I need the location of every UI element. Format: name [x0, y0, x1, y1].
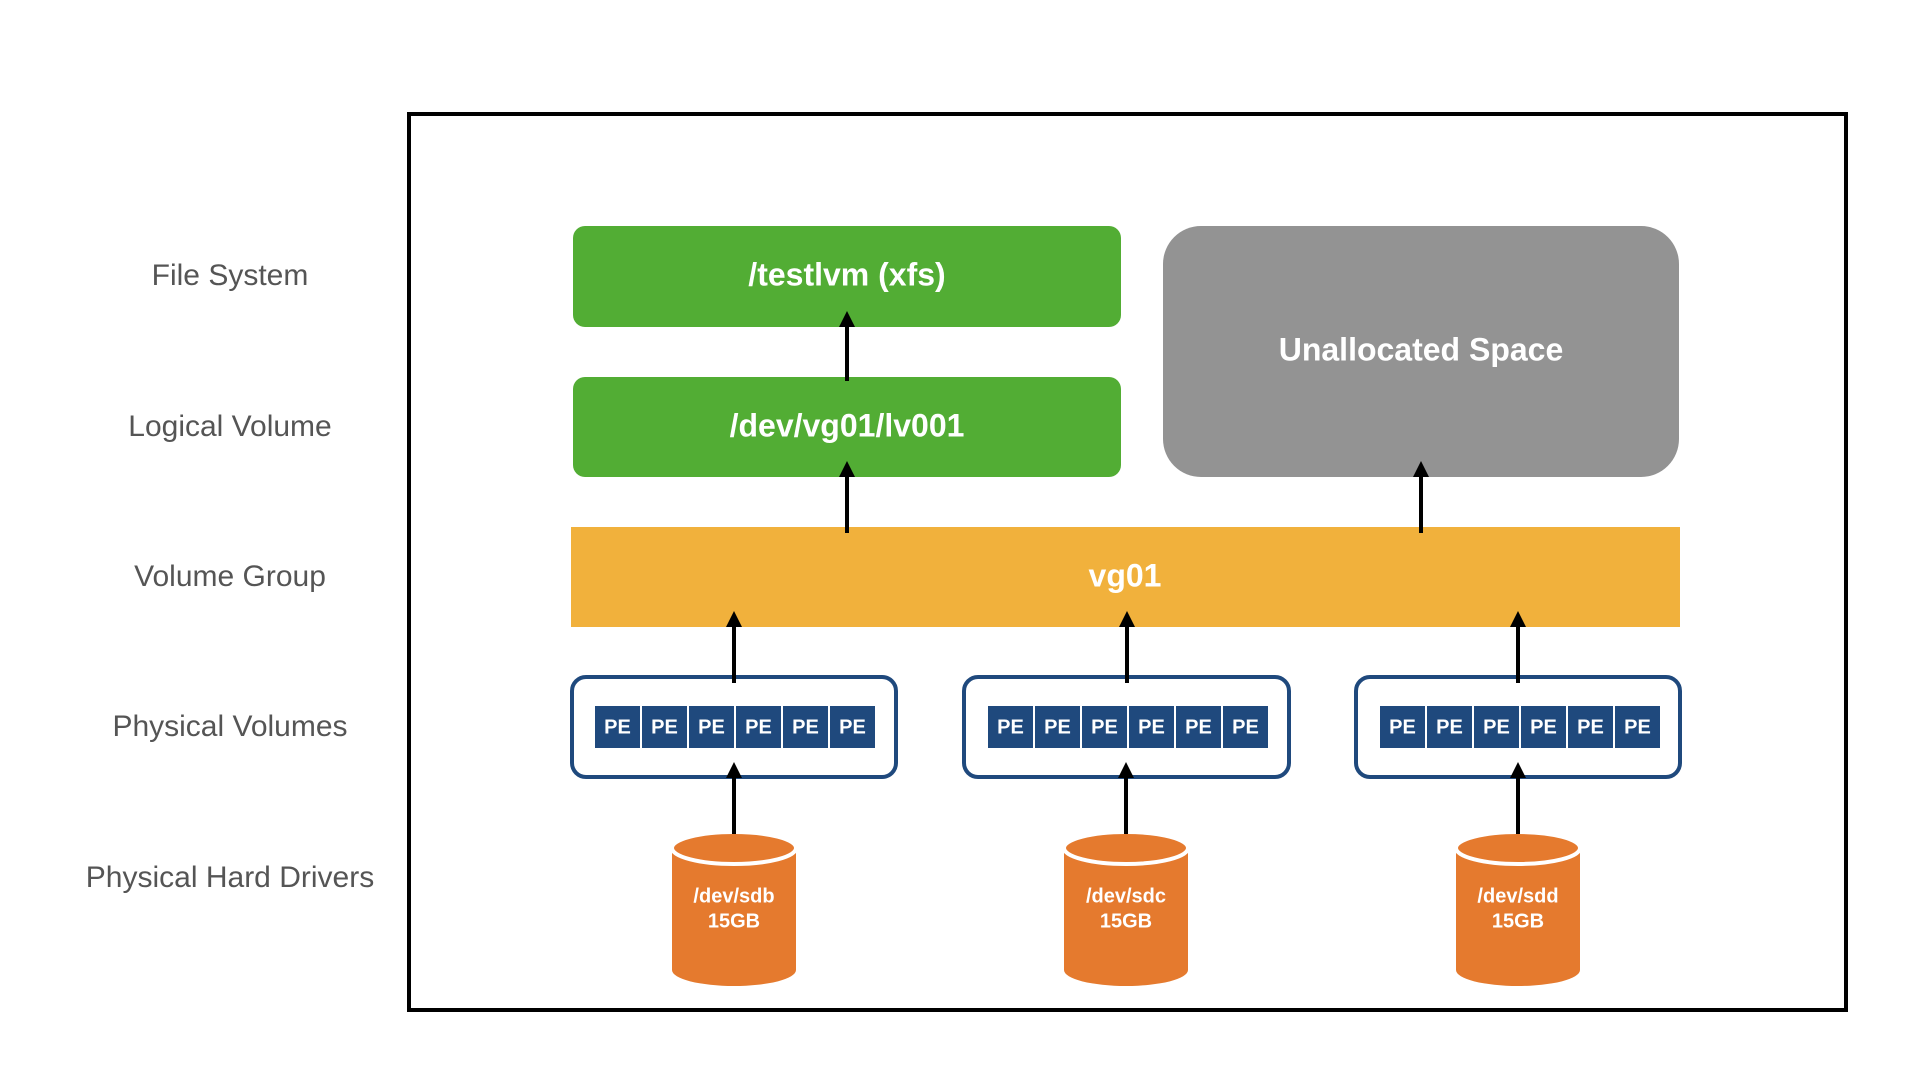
physical-extent-label: PE: [651, 716, 678, 738]
drive-size-label: 15GB: [708, 910, 760, 932]
drive-cylinder-top: [1454, 830, 1582, 866]
physical-extent-label: PE: [1091, 716, 1118, 738]
drive-device-label: /dev/sdb: [693, 885, 774, 907]
layer-label-physical-hard-drivers: Physical Hard Drivers: [86, 861, 374, 894]
drive-cylinder-top: [1062, 830, 1190, 866]
drive-device-label: /dev/sdd: [1477, 885, 1558, 907]
drive-size-label: 15GB: [1492, 910, 1544, 932]
physical-extent: PE: [736, 706, 781, 748]
layer-label-logical-volume: Logical Volume: [128, 410, 331, 443]
physical-extent-label: PE: [839, 716, 866, 738]
physical-volume-1: PE PE PE PE PE PE: [570, 675, 898, 779]
physical-extent: PE: [1082, 706, 1127, 748]
drive-cylinder-top: [670, 830, 798, 866]
logical-volume-label: /dev/vg01/lv001: [730, 407, 965, 443]
physical-extent: PE: [1474, 706, 1519, 748]
diagram-frame: [407, 112, 1848, 1012]
physical-extent-label: PE: [745, 716, 772, 738]
physical-extent-label: PE: [997, 716, 1024, 738]
physical-extent-label: PE: [1232, 716, 1259, 738]
physical-extent: PE: [1223, 706, 1268, 748]
layer-label-volume-group: Volume Group: [134, 560, 326, 593]
physical-extent: PE: [783, 706, 828, 748]
physical-volume-3: PE PE PE PE PE PE: [1354, 675, 1682, 779]
physical-extent-label: PE: [792, 716, 819, 738]
drive-device-label: /dev/sdc: [1086, 885, 1166, 907]
physical-extent: PE: [1568, 706, 1613, 748]
physical-extent: PE: [830, 706, 875, 748]
drive-cylinder-body: [1064, 848, 1188, 986]
drive-cylinder-body: [1456, 848, 1580, 986]
physical-extent-label: PE: [1138, 716, 1165, 738]
logical-volume-box: [573, 377, 1121, 477]
physical-extent: PE: [595, 706, 640, 748]
physical-extent: PE: [1176, 706, 1221, 748]
physical-extent-label: PE: [1185, 716, 1212, 738]
physical-extent: PE: [988, 706, 1033, 748]
unallocated-space-label: Unallocated Space: [1279, 331, 1564, 367]
physical-extent-label: PE: [1483, 716, 1510, 738]
physical-extent: PE: [1427, 706, 1472, 748]
physical-extent-label: PE: [1436, 716, 1463, 738]
physical-extent: PE: [1129, 706, 1174, 748]
physical-extent-label: PE: [1577, 716, 1604, 738]
filesystem-box: [573, 226, 1121, 327]
physical-extent: PE: [1615, 706, 1660, 748]
physical-extent: PE: [1380, 706, 1425, 748]
physical-extent: PE: [1521, 706, 1566, 748]
physical-extent-label: PE: [1389, 716, 1416, 738]
physical-extent: PE: [642, 706, 687, 748]
physical-extent-label: PE: [604, 716, 631, 738]
physical-volume-2: PE PE PE PE PE PE: [962, 675, 1291, 779]
layer-label-file-system: File System: [152, 259, 309, 292]
drive-sdb: /dev/sdb 15GB: [670, 830, 798, 986]
physical-extent-label: PE: [1530, 716, 1557, 738]
volume-group-bar: [571, 527, 1680, 627]
layer-label-physical-volumes: Physical Volumes: [112, 710, 347, 743]
drive-size-label: 15GB: [1100, 910, 1152, 932]
drive-sdd: /dev/sdd 15GB: [1454, 830, 1582, 986]
drive-cylinder-body: [672, 848, 796, 986]
filesystem-label: /testlvm (xfs): [748, 256, 945, 292]
physical-extent-label: PE: [698, 716, 725, 738]
physical-extent-label: PE: [1624, 716, 1651, 738]
physical-extent-label: PE: [1044, 716, 1071, 738]
physical-extent: PE: [689, 706, 734, 748]
volume-group-label: vg01: [1089, 557, 1162, 593]
physical-extent: PE: [1035, 706, 1080, 748]
drive-sdc: /dev/sdc 15GB: [1062, 830, 1190, 986]
unallocated-space-box: [1163, 226, 1679, 477]
